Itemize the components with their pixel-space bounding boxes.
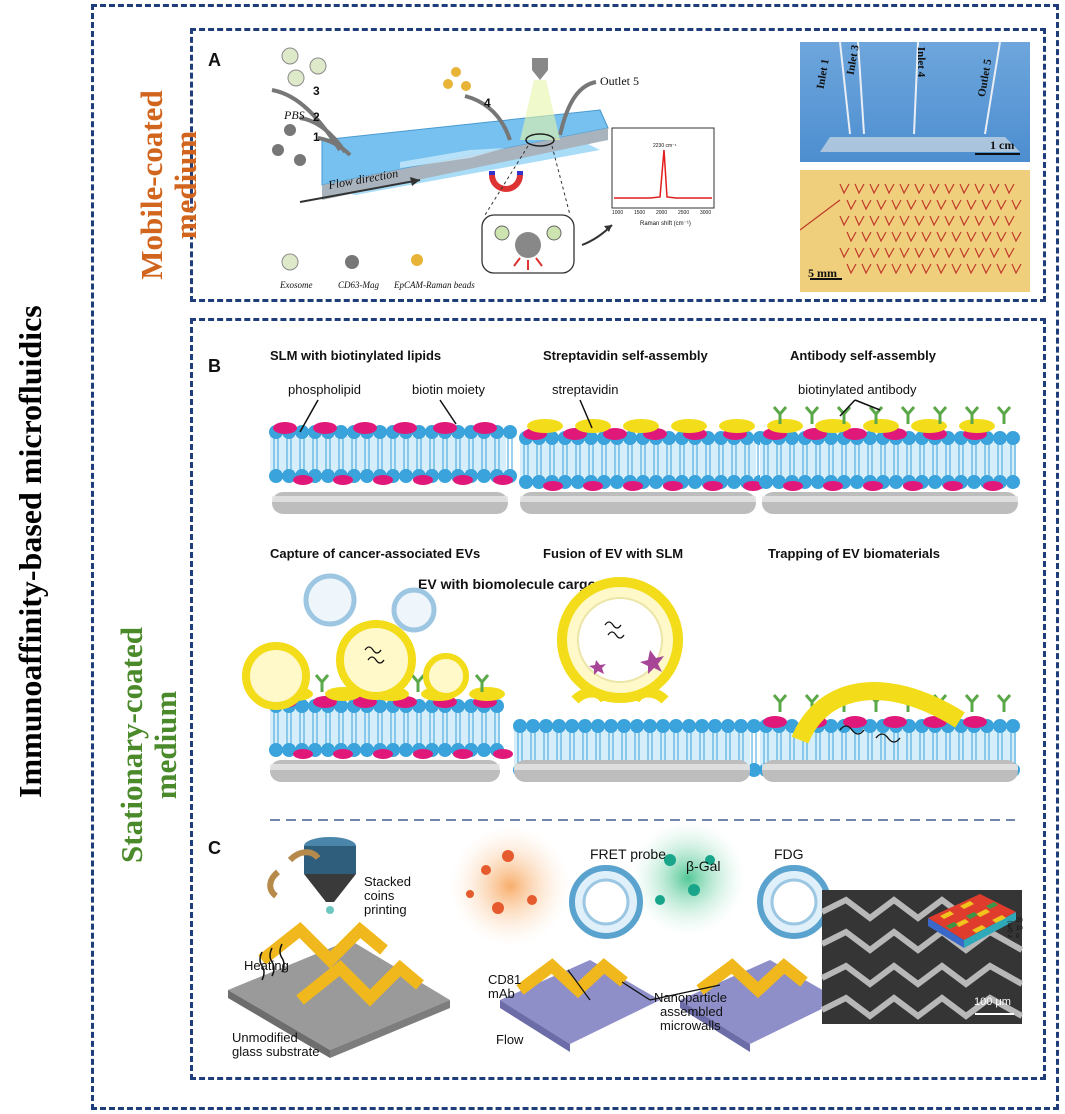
raman-peak-label: 2230 cm⁻¹: [653, 143, 677, 149]
inlet-1-label: 1: [313, 130, 320, 144]
z-tick-0: 0: [1016, 934, 1020, 940]
z-tick-10: 10: [1016, 926, 1023, 932]
pbs-label: PBS: [284, 108, 305, 122]
header-capture: Capture of cancer-associated EVs: [270, 546, 481, 561]
z-tick-20: 20: [1016, 918, 1023, 924]
stacked-line1: Stacked: [364, 874, 411, 889]
outer-frame: [91, 4, 1059, 1110]
label-biotin: biotin moiety: [412, 382, 485, 397]
cd81-line2: mAb: [488, 986, 515, 1001]
raman-tick-2500: 2500: [678, 210, 690, 216]
z-axis-label: z (μm): [1007, 920, 1014, 938]
fdg-label: FDG: [774, 846, 804, 862]
microfluidic-chip-illustration: [271, 47, 715, 274]
nano-line3: microwalls: [660, 1018, 721, 1033]
raman-tick-2000: 2000: [656, 210, 668, 216]
label-streptavidin: streptavidin: [552, 382, 619, 397]
membrane-diagrams: [242, 399, 1020, 821]
label-antibody: biotinylated antibody: [798, 382, 917, 397]
stationary-frame: [190, 318, 1046, 1080]
nano-line2: assembled: [660, 1004, 723, 1019]
sem-scale-label: 100 μm: [974, 996, 1011, 1008]
panel-a-letter: A: [208, 50, 221, 70]
header-streptavidin: Streptavidin self-assembly: [543, 348, 708, 363]
legend-epcam-raman: EpCAM-Raman beads: [394, 280, 475, 290]
raman-tick-1000: 1000: [612, 210, 624, 216]
outlet-label: Outlet 5: [600, 74, 639, 88]
header-fusion: Fusion of EV with SLM: [543, 546, 684, 561]
mobile-frame: [190, 28, 1046, 302]
panel-c-letter: C: [208, 838, 221, 858]
scale-bottom-label: 5 mm: [808, 266, 837, 280]
fret-probe-label: FRET probe: [590, 846, 666, 862]
nano-line1: Nanoparticle: [654, 990, 727, 1005]
stacked-line2: coins: [364, 888, 395, 903]
panel-b-letter: B: [208, 356, 221, 376]
legend-exosome: Exosome: [280, 280, 313, 290]
legend-cd63-mag: CD63-Mag: [338, 280, 379, 290]
cd81-line1: CD81: [488, 972, 522, 987]
substrate-line2: glass substrate: [232, 1044, 320, 1059]
inlet-4-label: 4: [484, 96, 491, 110]
beta-gal-label: β-Gal: [686, 858, 721, 874]
stacked-line3: printing: [364, 902, 407, 917]
raman-tick-1500: 1500: [634, 210, 646, 216]
label-ev: EV with biomolecule cargo: [418, 576, 597, 592]
header-slm: SLM with biotinylated lipids: [270, 348, 442, 363]
flow-label: Flow: [496, 1032, 524, 1047]
header-trapping: Trapping of EV biomaterials: [768, 546, 940, 561]
chip-photo-bottom: [800, 170, 1030, 292]
inlet-2-label: 2: [313, 110, 320, 124]
chip-photo-top: [800, 42, 1030, 162]
heating-label: Heating: [244, 958, 289, 973]
raman-tick-3000: 3000: [700, 210, 712, 216]
substrate-line1: Unmodified: [232, 1030, 298, 1045]
inlet-3-label: 3: [313, 84, 320, 98]
raman-xlabel: Raman shift (cm⁻¹): [640, 221, 691, 227]
label-phospholipid: phospholipid: [288, 382, 362, 397]
header-antibody: Antibody self-assembly: [790, 348, 936, 363]
scale-top-label: 1 cm: [990, 138, 1015, 152]
